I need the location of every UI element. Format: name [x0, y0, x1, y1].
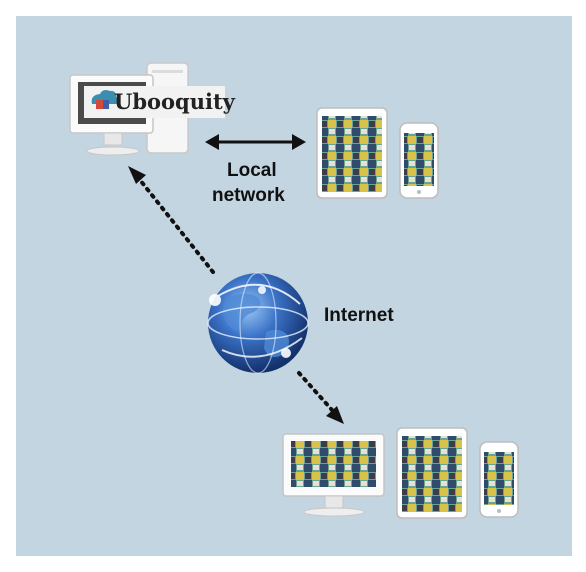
ubooquity-logo-text: Ubooquity [114, 89, 235, 114]
local-tablet-icon [316, 107, 388, 199]
ubooquity-logo-icon [84, 86, 225, 118]
local-phone-icon [399, 122, 439, 199]
remote-monitor-icon [282, 433, 385, 517]
internet-label: Internet [324, 305, 394, 326]
globe-icon [207, 272, 309, 374]
local-network-label-line2: network [212, 185, 285, 206]
local-network-label-line1: Local [227, 160, 277, 181]
remote-tablet-icon [396, 427, 468, 519]
remote-phone-icon [479, 441, 519, 518]
local-network-arrow [205, 134, 306, 150]
internet-to-server-arrow [128, 166, 215, 274]
server-computer [69, 62, 225, 156]
internet-to-remote-arrow [297, 371, 344, 424]
